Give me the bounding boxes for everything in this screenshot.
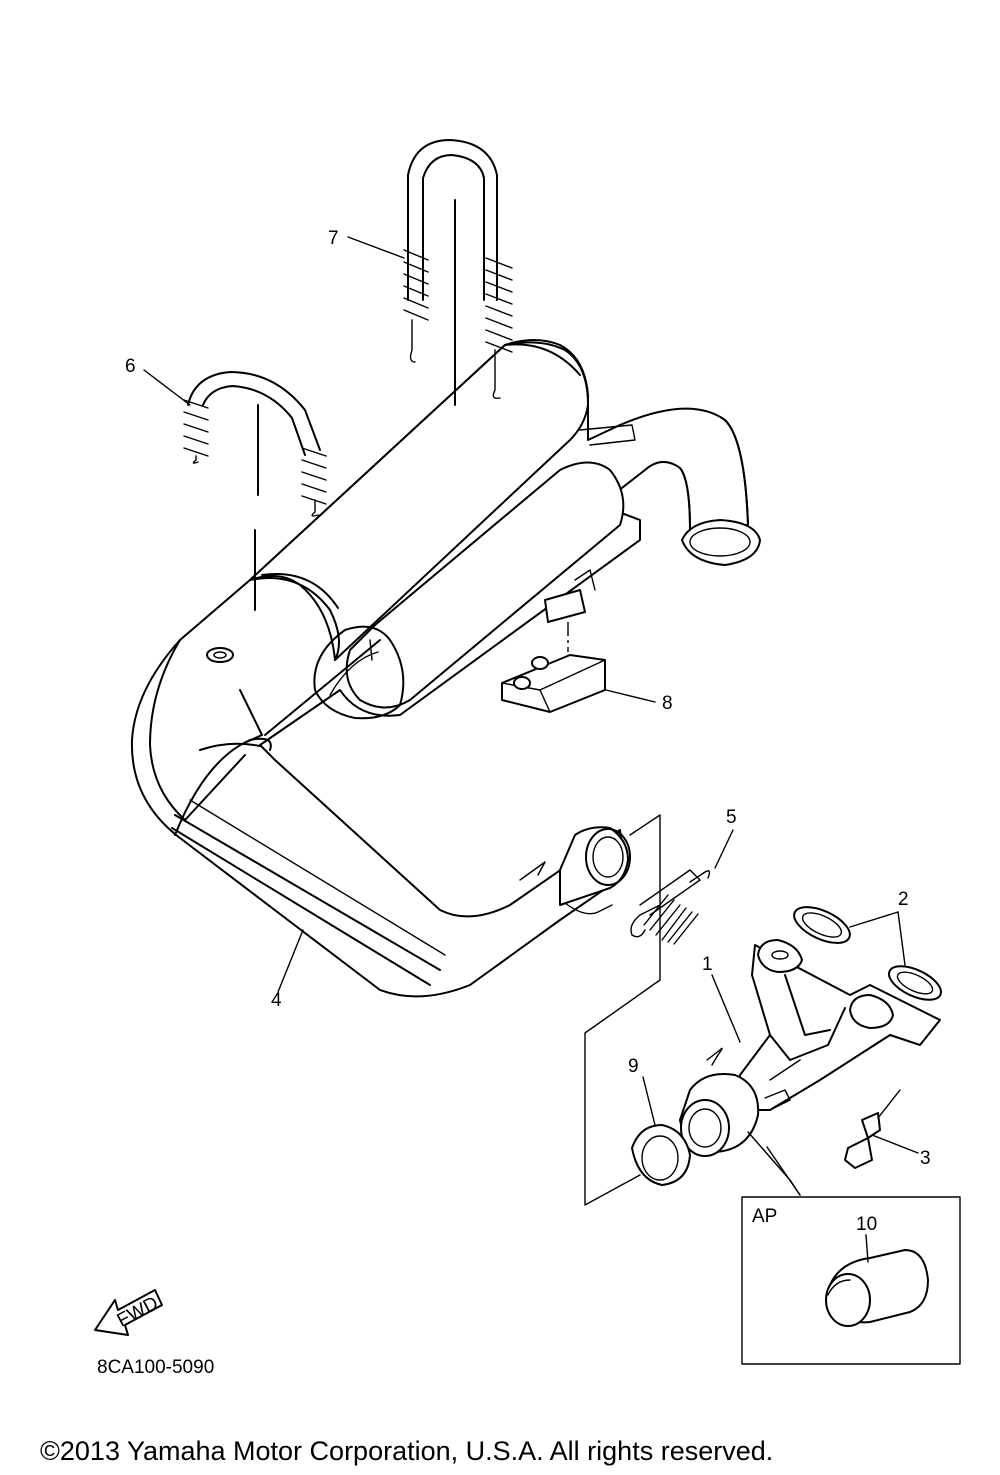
callout-10: 10 <box>856 1214 877 1235</box>
callout-1: 1 <box>702 954 713 975</box>
callout-5: 5 <box>726 807 737 828</box>
inset-ap-box: AP <box>741 1131 961 1365</box>
inset-label: AP <box>752 1206 777 1227</box>
diagram-code: 8CA100-5090 <box>97 1357 214 1378</box>
callout-7: 7 <box>328 228 339 249</box>
callout-2: 2 <box>898 889 909 910</box>
spring-7 <box>403 139 513 406</box>
callout-3: 3 <box>920 1148 931 1169</box>
bolt-3 <box>844 1089 901 1169</box>
callout-8: 8 <box>662 693 673 714</box>
gaskets-2 <box>793 906 942 1001</box>
muffler-assembly <box>130 339 761 998</box>
leader-lines <box>143 236 919 1263</box>
copyright-notice: ©2013 Yamaha Motor Corporation, U.S.A. A… <box>40 1436 773 1466</box>
spring-6 <box>183 371 327 611</box>
gasket-9 <box>631 1124 691 1186</box>
damper-8 <box>501 622 606 713</box>
callout-4: 4 <box>271 990 282 1011</box>
callout-9: 9 <box>628 1056 639 1077</box>
callout-6: 6 <box>125 356 136 377</box>
callout-numbers: 7 6 8 5 2 1 4 9 3 10 <box>125 228 931 1235</box>
exhaust-pipe-1 <box>679 939 941 1157</box>
fwd-arrow: FWD <box>94 1289 163 1336</box>
assembly-brackets <box>584 814 661 1206</box>
spring-5 <box>630 869 711 945</box>
